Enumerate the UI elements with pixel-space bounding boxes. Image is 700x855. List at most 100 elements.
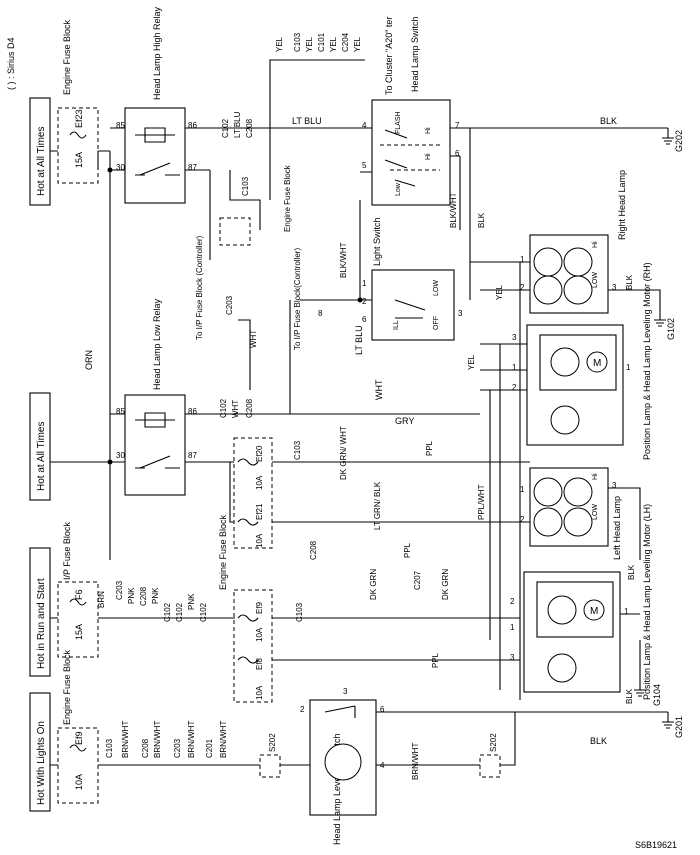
head-lamp-switch-title: Head Lamp Switch — [410, 16, 420, 92]
svg-text:PNK: PNK — [187, 593, 196, 610]
wire-dk-grn-2: DK GRN — [441, 569, 450, 600]
power-source-1-label: Hot at All Times — [36, 127, 47, 196]
wire-wht-main: WHT — [374, 379, 384, 400]
svg-text:Ef8: Ef8 — [255, 657, 264, 670]
power-source-1: Hot at All Times — [29, 97, 51, 206]
svg-text:C103: C103 — [105, 738, 114, 758]
wire-yel-right: YEL — [495, 284, 504, 300]
ip-fuse-block-controller-2: To I/P Fuse Block(Controller) — [293, 248, 302, 350]
svg-text:LOW: LOW — [433, 280, 440, 296]
connector-c103-high: C103 — [241, 176, 250, 196]
svg-text:10A: 10A — [255, 627, 264, 642]
ground-g201: G201 — [674, 716, 684, 738]
svg-text:1: 1 — [510, 623, 515, 632]
svg-text:C101: C101 — [317, 32, 326, 52]
svg-text:2: 2 — [300, 705, 305, 714]
engine-fuse-block-label-4: Engine Fuse Block — [62, 649, 72, 725]
svg-text:15A: 15A — [74, 624, 84, 640]
svg-text:4: 4 — [362, 121, 367, 130]
svg-text:3: 3 — [612, 283, 617, 292]
svg-text:YEL: YEL — [329, 36, 338, 52]
head-lamp-leveling-switch[interactable]: Head Lamp Leveling Switch 2 3 6 4 — [300, 687, 668, 845]
wire-dk-grn-1: DK GRN — [369, 569, 378, 600]
wire-blk-lh: BLK — [625, 688, 634, 704]
svg-text:Ef9: Ef9 — [74, 731, 84, 745]
light-switch[interactable]: Light Switch LOW ILL OFF 1 2 6 3 8 — [318, 217, 463, 341]
svg-text:S202: S202 — [489, 733, 498, 752]
svg-text:5: 5 — [362, 161, 367, 170]
connector-c103-ef20: C103 — [293, 440, 302, 460]
svg-text:2: 2 — [520, 283, 525, 292]
svg-text:Ef21: Ef21 — [255, 503, 264, 520]
svg-text:C103: C103 — [293, 32, 302, 52]
light-switch-title: Light Switch — [372, 217, 382, 266]
svg-text:S202: S202 — [268, 733, 277, 752]
connector-c102-high: C102 LT BLU C208 — [210, 111, 370, 138]
power-source-4: Hot With Lights On — [29, 692, 51, 812]
svg-text:Ef20: Ef20 — [255, 445, 264, 462]
svg-text:1: 1 — [626, 363, 631, 372]
wire-ppl-lower: PPL — [431, 652, 440, 668]
svg-text:Hi: Hi — [425, 153, 432, 160]
ground-g102: G102 — [666, 318, 676, 340]
svg-text:BRN/WHT: BRN/WHT — [153, 721, 162, 758]
left-head-lamp: Left Head Lamp Hi LOW 1 2 3 — [520, 467, 622, 560]
svg-text:Hi: Hi — [592, 473, 599, 480]
to-cluster-wires: YEL C103 YEL C101 YEL C204 YEL To Cluste… — [269, 17, 394, 200]
connector-c208-mid: C208 — [309, 540, 318, 560]
svg-text:2: 2 — [362, 297, 367, 306]
svg-text:C201: C201 — [205, 738, 214, 758]
svg-text:2: 2 — [512, 383, 517, 392]
connector-c208-low: C208 — [245, 398, 254, 418]
power-source-3: Hot in Run and Start — [29, 547, 51, 677]
wire-blk-g201: BLK — [590, 736, 607, 746]
engine-fuse-block-label-3: Engine Fuse Block — [218, 514, 228, 590]
svg-text:LT BLU: LT BLU — [233, 111, 242, 138]
leveling-motor-rh: M 3 1 2 1 Position Lamp & Head Lamp Leve… — [512, 262, 652, 460]
high-relay-pin-86: 86 — [188, 121, 197, 130]
wire-blk-left: BLK — [627, 564, 636, 580]
svg-text:3: 3 — [612, 481, 617, 490]
wire-wht-controller: WHT — [249, 330, 258, 348]
svg-text:3: 3 — [343, 687, 348, 696]
svg-text:10A: 10A — [74, 774, 84, 790]
power-source-2-label: Hot at All Times — [36, 422, 47, 491]
svg-text:3: 3 — [512, 333, 517, 342]
svg-text:OFF: OFF — [433, 316, 440, 330]
motor-lh-title: Position Lamp & Head Lamp Leveling Motor… — [642, 504, 652, 700]
svg-text:BRN: BRN — [97, 591, 106, 608]
wire-orn: ORN — [84, 350, 94, 370]
svg-text:LOW: LOW — [592, 504, 599, 520]
svg-text:87: 87 — [188, 451, 197, 460]
svg-text:3: 3 — [458, 309, 463, 318]
svg-text:6: 6 — [380, 705, 385, 714]
connector-c203-controller: C203 — [225, 295, 234, 315]
svg-text:BRN/WHT: BRN/WHT — [187, 721, 196, 758]
fuses-ef20-ef21: Ef20 10A Ef21 10A — [229, 437, 530, 549]
svg-text:10A: 10A — [255, 475, 264, 490]
wire-blk-wht-light: BLK/WHT — [339, 242, 348, 278]
wire-blk-right: BLK — [625, 274, 634, 290]
svg-text:YEL: YEL — [275, 36, 284, 52]
head-lamp-switch[interactable]: Head Lamp Switch FLASH Hi Hi Low 4 7 6 5 — [360, 16, 470, 206]
svg-text:1: 1 — [624, 607, 629, 616]
connector-c102-low: C102 — [219, 398, 228, 418]
motor-rh-title: Position Lamp & Head Lamp Leveling Motor… — [642, 262, 652, 460]
splice-s202-left: S202 — [259, 733, 310, 778]
fuses-ef9-ef8: Ef9 10A Ef8 10A — [233, 589, 520, 703]
wire-gry: GRY — [395, 416, 414, 426]
fuse-ef23-name: Ef23 — [74, 109, 84, 128]
right-head-lamp: Right Head Lamp Hi LOW 1 2 3 — [520, 170, 627, 314]
svg-text:1: 1 — [520, 485, 525, 494]
ground-g104: G104 — [652, 684, 662, 706]
svg-text:C204: C204 — [341, 32, 350, 52]
wire-ppl-upper: PPL — [425, 440, 434, 456]
power-source-4-label: Hot With Lights On — [36, 721, 47, 805]
svg-text:85: 85 — [116, 407, 125, 416]
wire-lt-blu-light: LT BLU — [354, 325, 364, 355]
svg-text:LOW: LOW — [592, 272, 599, 288]
power-source-2: Hot at All Times — [29, 392, 51, 501]
svg-text:Ef9: Ef9 — [255, 601, 264, 614]
svg-text:86: 86 — [188, 407, 197, 416]
